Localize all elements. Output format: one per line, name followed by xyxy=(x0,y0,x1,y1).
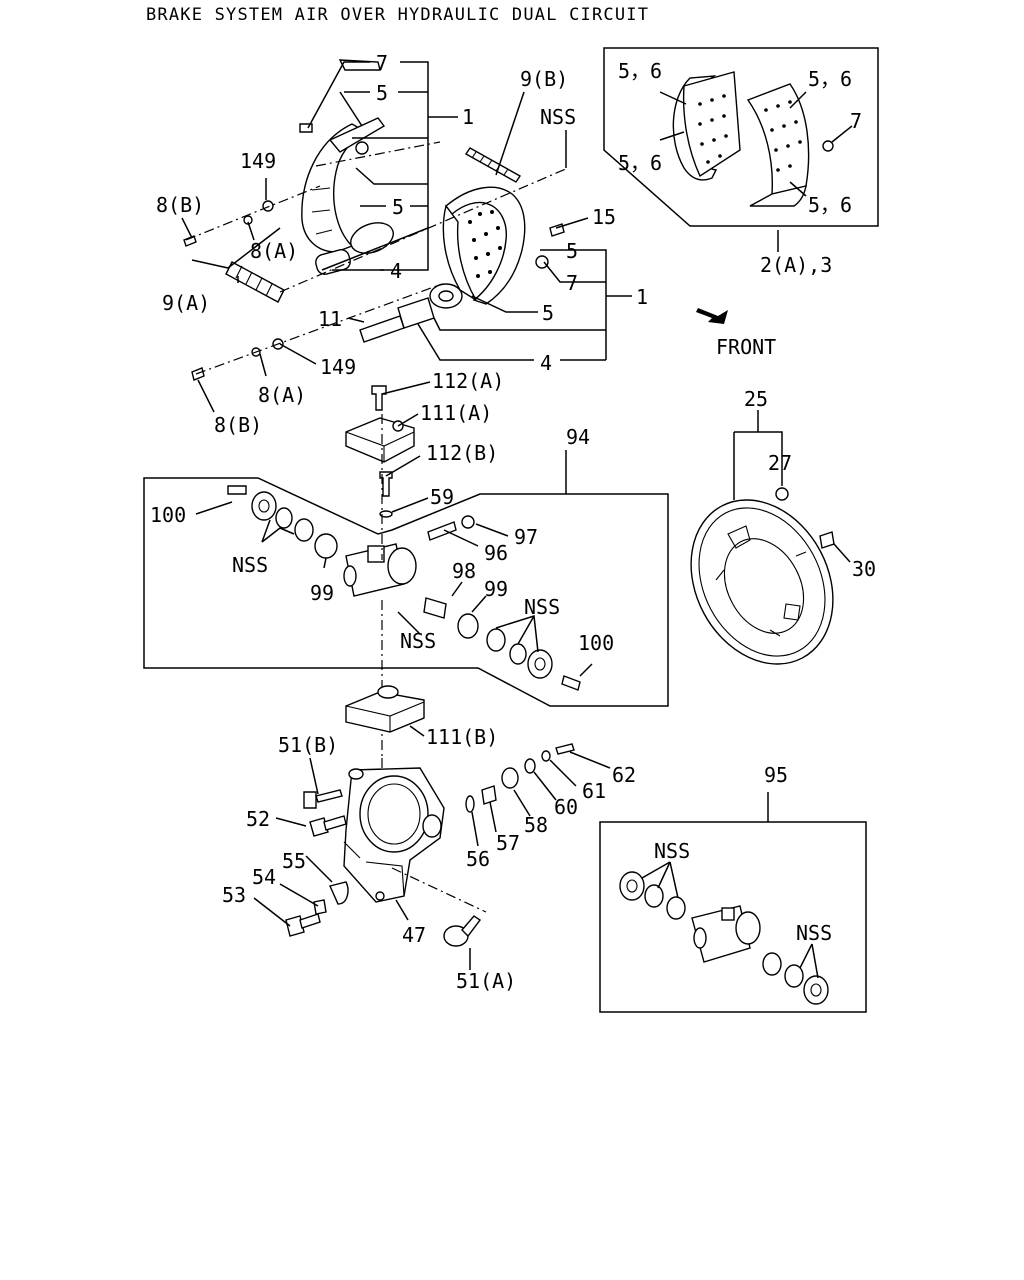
plate-111b xyxy=(345,685,425,737)
callout-nss: NSS xyxy=(654,839,690,863)
callout-97: 97 xyxy=(514,525,538,549)
callout-nss: NSS xyxy=(796,921,832,945)
callout-99: 99 xyxy=(484,577,508,601)
callout-7: 7 xyxy=(850,109,862,133)
callout-9b: 9(B) xyxy=(520,67,568,91)
callout-5: 5 xyxy=(566,239,578,263)
callout-8a: 8(A) xyxy=(258,383,306,407)
callout-27: 27 xyxy=(768,451,792,475)
callout-4: 4 xyxy=(390,259,402,283)
callout-53: 53 xyxy=(222,883,246,907)
inset-95 xyxy=(599,792,867,1013)
callout-8b: 8(B) xyxy=(214,413,262,437)
callout-99: 99 xyxy=(310,581,334,605)
callout-5: 5 xyxy=(542,301,554,325)
callout-111a: 111(A) xyxy=(420,401,492,425)
callout-5: 5 xyxy=(392,195,404,219)
callout-5-6: 5，6 xyxy=(808,67,852,91)
callout-5-6: 5，6 xyxy=(618,151,662,175)
callout-5: 5 xyxy=(376,81,388,105)
front-label: FRONT xyxy=(716,335,776,359)
callout-4: 4 xyxy=(540,351,552,375)
wheel-cylinder-94 xyxy=(143,381,669,758)
lining-inset xyxy=(603,47,879,252)
callout-60: 60 xyxy=(554,795,578,819)
callout-1: 1 xyxy=(462,105,474,129)
front-arrow-icon xyxy=(696,308,728,324)
callout-98: 98 xyxy=(452,559,476,583)
callout-5-6: 5，6 xyxy=(808,193,852,217)
upper-leaders xyxy=(181,61,632,413)
callout-8a: 8(A) xyxy=(250,239,298,263)
diagram-title: BRAKE SYSTEM AIR OVER HYDRAULIC DUAL CIR… xyxy=(146,5,649,25)
callout-25: 25 xyxy=(744,387,768,411)
callout-8b: 8(B) xyxy=(156,193,204,217)
callout-100: 100 xyxy=(578,631,614,655)
callout-nss: NSS xyxy=(400,629,436,653)
callout-100: 100 xyxy=(150,503,186,527)
callout-112b: 112(B) xyxy=(426,441,498,465)
callout-52: 52 xyxy=(246,807,270,831)
callout-61: 61 xyxy=(582,779,606,803)
callout-55: 55 xyxy=(282,849,306,873)
callout-51a: 51(A) xyxy=(456,969,516,993)
callout-59: 59 xyxy=(430,485,454,509)
callout-47: 47 xyxy=(402,923,426,947)
callout-9a: 9(A) xyxy=(162,291,210,315)
backing-plate xyxy=(690,410,851,665)
callout-5-6: 5，6 xyxy=(618,59,662,83)
callout-30: 30 xyxy=(852,557,876,581)
callout-57: 57 xyxy=(496,831,520,855)
callout-94: 94 xyxy=(566,425,590,449)
brake-shoe-assembly xyxy=(183,59,569,381)
callout-nss: NSS xyxy=(524,595,560,619)
callout-62: 62 xyxy=(612,763,636,787)
callout-7: 7 xyxy=(376,51,388,75)
callout-58: 58 xyxy=(524,813,548,837)
callout-56: 56 xyxy=(466,847,490,871)
callout-11: 11 xyxy=(318,307,342,331)
lower-housing-assembly xyxy=(253,743,611,970)
callout-149: 149 xyxy=(240,149,276,173)
callout-54: 54 xyxy=(252,865,276,889)
callout-96: 96 xyxy=(484,541,508,565)
callout-95: 95 xyxy=(764,763,788,787)
callout-51b: 51(B) xyxy=(278,733,338,757)
callout-1: 1 xyxy=(636,285,648,309)
callout-labels: 7 5 1 9(B) NSS 149 8(B) 8(A) 5 4 9(A) 15… xyxy=(150,51,876,993)
callout-nss: NSS xyxy=(232,553,268,577)
callout-112a: 112(A) xyxy=(432,369,504,393)
callout-2a-3: 2(A),3 xyxy=(760,253,832,277)
callout-111b: 111(B) xyxy=(426,725,498,749)
callout-7: 7 xyxy=(566,271,578,295)
callout-149: 149 xyxy=(320,355,356,379)
callout-15: 15 xyxy=(592,205,616,229)
callout-nss: NSS xyxy=(540,105,576,129)
